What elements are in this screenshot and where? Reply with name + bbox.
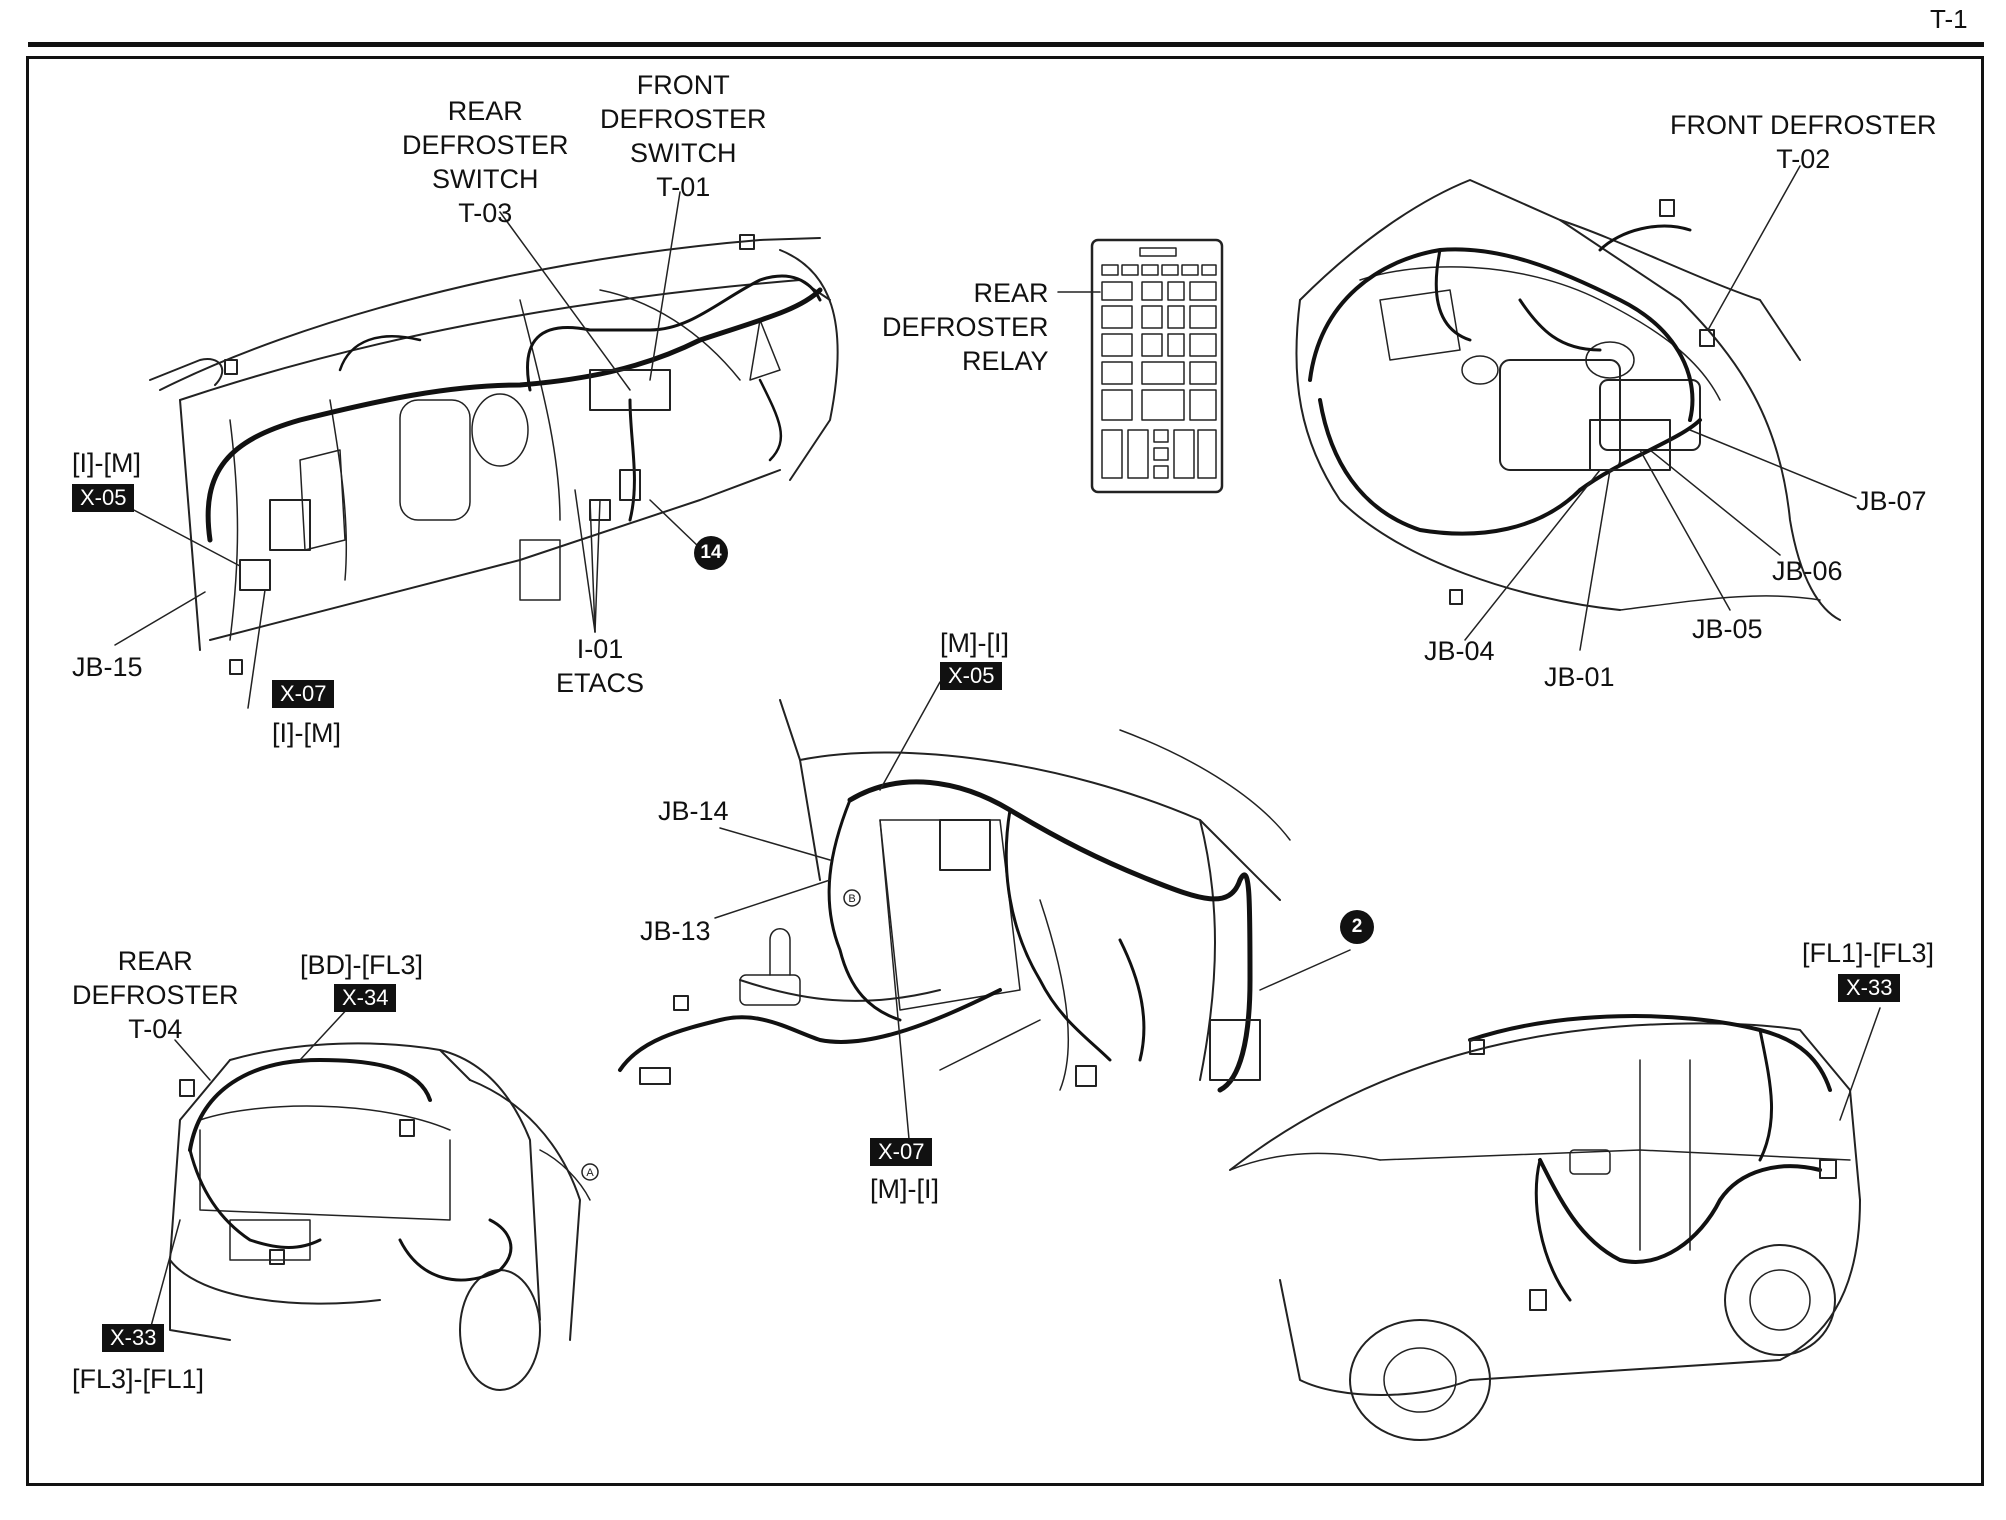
label-line: T-03 xyxy=(458,198,513,228)
callout-b: B xyxy=(843,889,861,907)
label-line: REAR xyxy=(973,278,1049,308)
label-fl3-fl1: [FL3]-[FL1] xyxy=(72,1364,205,1394)
label-jb06: JB-06 xyxy=(1772,556,1843,586)
diagram-frame xyxy=(26,56,1984,1486)
label-jb01: JB-01 xyxy=(1544,662,1615,692)
label-line: REAR xyxy=(447,96,523,126)
tag-x05-center: X-05 xyxy=(940,662,1003,690)
dashboard-illustration xyxy=(114,191,839,709)
rear-suv-illustration xyxy=(149,1005,591,1391)
label-line: T-02 xyxy=(1776,144,1831,174)
label-jb15: JB-15 xyxy=(72,652,143,682)
label-line: REAR xyxy=(117,946,193,976)
tag-x33-left: X-33 xyxy=(102,1324,165,1352)
tag-x33-right: X-33 xyxy=(1838,974,1901,1002)
label-jb13: JB-13 xyxy=(640,916,711,946)
label-line: DEFROSTER xyxy=(72,980,239,1010)
marker-2: 2 xyxy=(1340,910,1374,944)
label-line: SWITCH xyxy=(432,164,539,194)
label-front-defroster-switch: FRONT DEFROSTER SWITCH T-01 xyxy=(600,68,767,204)
label-rear-defroster-relay: REAR DEFROSTER RELAY xyxy=(882,276,1049,378)
page-number: T-1 xyxy=(1930,4,1968,34)
label-im-top: [I]-[M] xyxy=(72,448,141,478)
tag-x07-center: X-07 xyxy=(870,1138,933,1166)
label-mi-bottom: [M]-[I] xyxy=(870,1174,939,1204)
callout-b-letter: B xyxy=(848,893,855,905)
label-line: FRONT xyxy=(636,70,730,100)
callout-a-letter: A xyxy=(586,1167,594,1179)
label-line: ETACS xyxy=(556,668,645,698)
label-line: DEFROSTER xyxy=(882,312,1049,342)
tag-x34: X-34 xyxy=(334,984,397,1012)
label-im-bottom: [I]-[M] xyxy=(272,718,341,748)
side-suv-illustration xyxy=(1229,1007,1881,1441)
engine-bay-illustration xyxy=(1295,165,1857,651)
label-line: FRONT DEFROSTER xyxy=(1670,110,1937,140)
callout-a: A xyxy=(581,1163,599,1181)
label-line: DEFROSTER xyxy=(600,104,767,134)
label-line: DEFROSTER xyxy=(402,130,569,160)
label-mi-top: [M]-[I] xyxy=(940,628,1009,658)
label-jb14: JB-14 xyxy=(658,796,729,826)
tag-x05-left: X-05 xyxy=(72,484,135,512)
label-line: RELAY xyxy=(961,346,1049,376)
label-rear-defroster-switch: REAR DEFROSTER SWITCH T-03 xyxy=(402,94,569,230)
label-jb04: JB-04 xyxy=(1424,636,1495,666)
label-line: I-01 xyxy=(576,634,624,664)
tag-x07-left: X-07 xyxy=(272,680,335,708)
label-rear-defroster-t04: REAR DEFROSTER T-04 xyxy=(72,944,239,1046)
marker-14: 14 xyxy=(694,536,728,570)
header-rule xyxy=(28,42,1984,47)
label-line: T-04 xyxy=(128,1014,183,1044)
label-fl1-fl3: [FL1]-[FL3] xyxy=(1802,938,1935,968)
label-line: T-01 xyxy=(656,172,711,202)
label-bd-fl3: [BD]-[FL3] xyxy=(300,950,424,980)
label-jb07: JB-07 xyxy=(1856,486,1927,516)
center-console-illustration xyxy=(618,681,1351,1151)
relay-box-illustration xyxy=(1057,238,1224,494)
label-etacs: I-01 ETACS xyxy=(556,632,644,700)
label-line: SWITCH xyxy=(630,138,737,168)
label-front-defroster: FRONT DEFROSTER T-02 xyxy=(1670,108,1937,176)
label-jb05: JB-05 xyxy=(1692,614,1763,644)
